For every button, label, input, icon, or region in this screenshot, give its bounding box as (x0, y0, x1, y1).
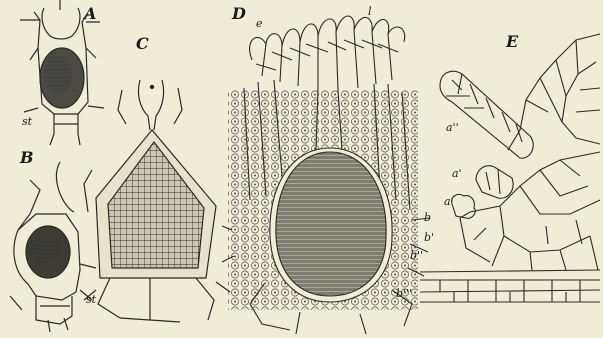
panel-label-e: E (506, 34, 518, 50)
label-a2-e: a'' (446, 122, 459, 133)
label-b2-d: b'' (410, 250, 423, 261)
panel-label-a: A (84, 6, 96, 22)
label-b-d: b (424, 212, 431, 223)
label-b3-d: b''' (396, 288, 412, 299)
panel-c-drawing (84, 80, 230, 322)
panel-label-d: D (232, 6, 246, 22)
panel-e-drawing (420, 34, 600, 302)
label-e-d: e (256, 18, 263, 29)
label-st-b: st (86, 294, 96, 305)
panel-label-b: B (20, 150, 34, 166)
panel-label-c: C (136, 36, 149, 52)
label-l-d: l (368, 6, 372, 17)
label-b1-d: b' (424, 232, 434, 243)
label-a-e: a (444, 196, 451, 207)
label-st-a: st (22, 116, 32, 127)
label-a1-e: a' (452, 168, 462, 179)
panel-b-drawing (10, 162, 96, 332)
